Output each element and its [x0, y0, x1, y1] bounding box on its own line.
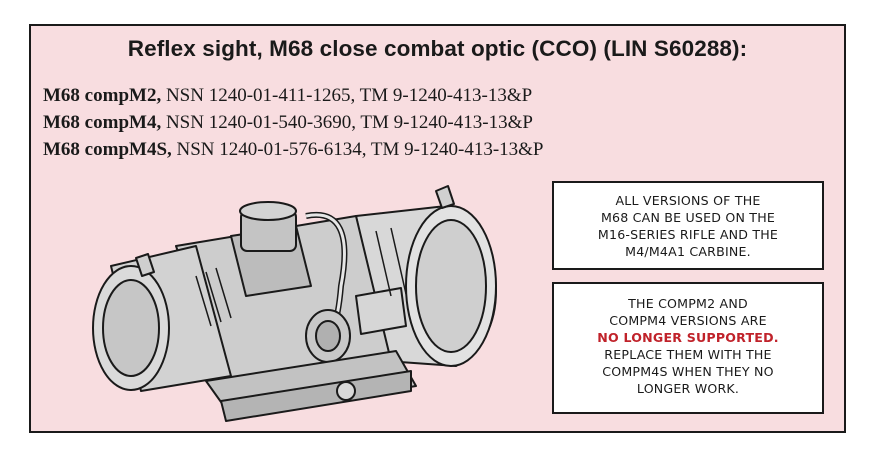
panel-title: Reflex sight, M68 close combat optic (CC…: [127, 36, 748, 61]
spec-model: M68 compM4,: [43, 112, 162, 133]
callout-line: compM4 versions are: [609, 313, 767, 328]
compatibility-callout: All versions of the M68 can be used on t…: [552, 181, 824, 270]
spec-details: NSN 1240-01-540-3690, TM 9-1240-413-13&P: [161, 112, 533, 133]
callout-line: longer work.: [636, 381, 740, 396]
spec-row: M68 compM4S, NSN 1240-01-576-6134, TM 9-…: [43, 136, 544, 163]
callout-line: All versions of the: [615, 193, 761, 208]
spec-row: M68 compM2, NSN 1240-01-411-1265, TM 9-1…: [43, 82, 544, 109]
m68-sight-illustration: [92, 185, 497, 422]
spec-model: M68 compM4S,: [43, 139, 172, 160]
callout-line: The compM2 and: [628, 296, 748, 311]
info-panel: Reflex sight, M68 close combat optic (CC…: [29, 24, 846, 433]
spec-model: M68 compM2,: [43, 85, 162, 106]
callout-line: M68 can be used on the: [600, 210, 776, 225]
no-longer-supported-warning: no longer supported.: [597, 330, 779, 345]
support-warning-callout: The compM2 and compM4 versions are no lo…: [552, 282, 824, 414]
spec-list: M68 compM2, NSN 1240-01-411-1265, TM 9-1…: [43, 82, 544, 163]
callout-line: Replace them with the: [604, 347, 772, 362]
callout-line: M16-series rifle and the: [597, 227, 779, 242]
spec-details: NSN 1240-01-411-1265, TM 9-1240-413-13&P: [161, 85, 533, 106]
spec-details: NSN 1240-01-576-6134, TM 9-1240-413-13&P: [171, 139, 544, 160]
spec-row: M68 compM4, NSN 1240-01-540-3690, TM 9-1…: [43, 109, 544, 136]
callout-line: M4/M4A1 carbine.: [625, 244, 751, 259]
callout-line: compM4s when they no: [602, 364, 774, 379]
